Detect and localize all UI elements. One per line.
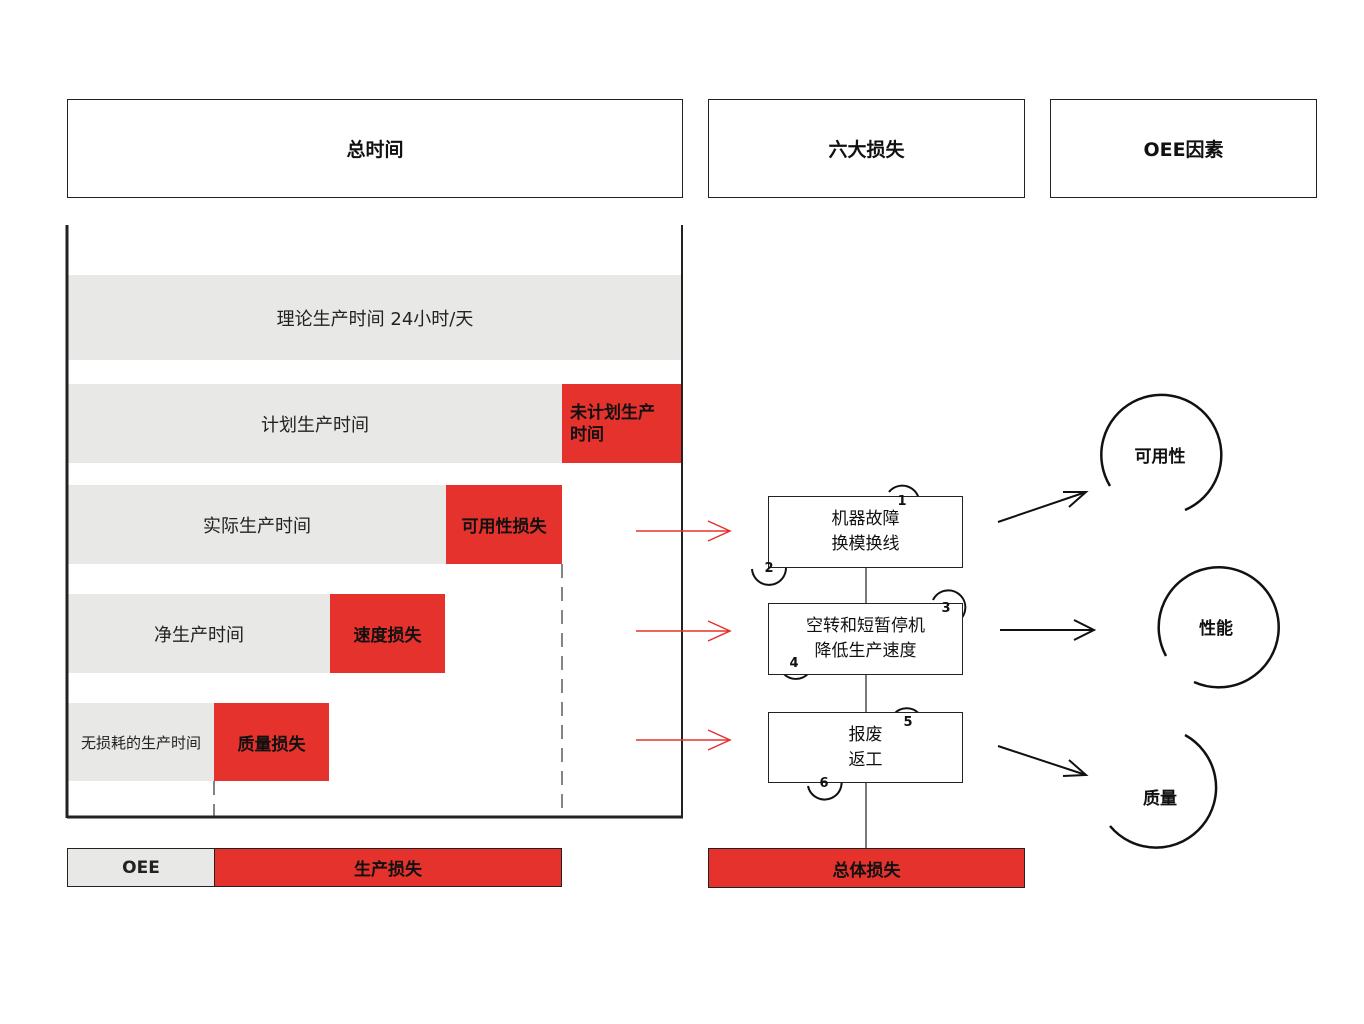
factor-quality: 质量 [1143, 789, 1177, 809]
availability-loss-label: 可用性损失 [461, 517, 547, 537]
red-arrows [636, 520, 732, 751]
loss-box-breakdowns: 机器故障 换模换线 [768, 496, 963, 568]
black-arrows [997, 491, 1097, 777]
total-time-frame [65, 225, 683, 819]
loss-number-3: 3 [941, 601, 951, 616]
loss-number-6: 6 [819, 776, 829, 791]
six-losses-title: 六大损失 [828, 139, 905, 161]
loss-box-line1: 机器故障 [831, 509, 900, 529]
loss-box-line2: 换模换线 [831, 534, 900, 554]
loss-number-5: 5 [903, 715, 913, 730]
total-loss-label: 总体损失 [832, 860, 901, 881]
loss-box-line2: 降低生产速度 [814, 641, 917, 661]
theoretical-time-label: 理论生产时间 24小时/天 [276, 308, 474, 330]
planned-time-bar: 计划生产时间 [68, 384, 562, 463]
factor-arcs [1100, 393, 1280, 849]
speed-loss-label: 速度损失 [353, 626, 422, 646]
dashed-dividers [213, 564, 563, 816]
availability-loss-bar: 可用性损失 [446, 485, 562, 564]
oee-footer-bar: OEE [67, 848, 214, 887]
planned-time-label: 计划生产时间 [261, 414, 369, 436]
six-losses-header: 六大损失 [708, 99, 1025, 198]
fully-productive-time-label: 无损耗的生产时间 [80, 733, 201, 752]
loss-box-quality: 报废 返工 [768, 712, 963, 783]
production-loss-label: 生产损失 [354, 860, 422, 880]
loss-number-1: 1 [897, 494, 907, 509]
factor-performance: 性能 [1199, 619, 1233, 639]
quality-loss-bar: 质量损失 [214, 703, 329, 781]
theoretical-time-bar: 理论生产时间 24小时/天 [68, 275, 682, 360]
loss-number-2: 2 [764, 561, 774, 576]
unplanned-time-label: 未计划生产时间 [570, 402, 655, 445]
factor-availability: 可用性 [1134, 447, 1186, 467]
loss-box-line2: 返工 [848, 749, 883, 770]
production-loss-footer-bar: 生产损失 [214, 848, 562, 887]
actual-time-bar: 实际生产时间 [68, 485, 446, 564]
actual-time-label: 实际生产时间 [203, 515, 311, 537]
fully-productive-time-bar: 无损耗的生产时间 [68, 703, 214, 781]
total-time-header: 总时间 [67, 99, 683, 198]
oee-factors-title: OEE因素 [1143, 139, 1224, 161]
oee-factors-header: OEE因素 [1050, 99, 1317, 198]
loss-box-line1: 空转和短暂停机 [806, 616, 925, 636]
total-time-title: 总时间 [346, 139, 404, 161]
net-time-label: 净生产时间 [154, 624, 244, 646]
speed-loss-bar: 速度损失 [330, 594, 445, 673]
quality-loss-label: 质量损失 [237, 734, 306, 755]
loss-box-line1: 报废 [848, 724, 883, 745]
oee-footer-label: OEE [122, 857, 160, 878]
loss-number-4: 4 [789, 656, 799, 671]
total-loss-footer-bar: 总体损失 [708, 848, 1025, 888]
loss-box-speed: 空转和短暂停机 降低生产速度 [768, 603, 963, 675]
net-time-bar: 净生产时间 [68, 594, 330, 673]
unplanned-time-bar: 未计划生产时间 [562, 384, 682, 463]
